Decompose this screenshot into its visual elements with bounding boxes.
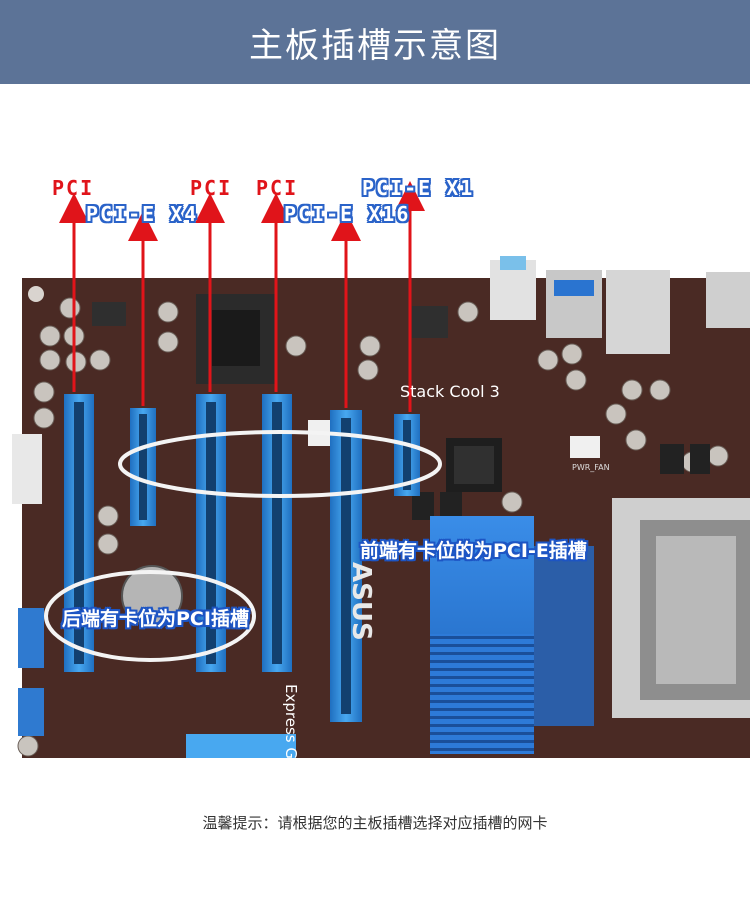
- label-pcie-x1: PCI-E X1: [362, 176, 475, 200]
- label-pcie-x16: PCI-E X16: [284, 202, 411, 226]
- page-header: 主板插槽示意图: [0, 0, 750, 84]
- label-pci-3: PCI: [256, 176, 299, 200]
- callout-front-notch: 前端有卡位的为PCI-E插槽: [360, 540, 587, 562]
- express-gate-text: Express Gate: [282, 684, 300, 784]
- audio-jack: [500, 256, 526, 270]
- slot-arrows: [59, 181, 425, 412]
- label-pci-2: PCI: [190, 176, 233, 200]
- pwr-fan-label: PWR_FAN: [572, 463, 610, 472]
- callout-rear-notch: 后端有卡位为PCI插槽: [62, 608, 249, 630]
- rear-notch-ellipse: [44, 570, 256, 662]
- motherboard-figure: PWR_FAN: [0, 84, 750, 784]
- front-notch-ellipse: [118, 430, 442, 498]
- bottom-connector: [186, 734, 296, 758]
- cmos-battery: [121, 565, 183, 627]
- usb-header-2: [18, 688, 44, 736]
- page-title: 主板插槽示意图: [249, 25, 501, 66]
- label-pci-1: PCI: [52, 176, 95, 200]
- footer-tip: 温馨提示：请根据您的主板插槽选择对应插槽的网卡: [202, 814, 548, 832]
- usb-header-1: [18, 608, 44, 668]
- mounting-hole: [28, 286, 44, 302]
- asus-logo: ASUS: [346, 562, 376, 641]
- io-chip-die: [212, 310, 260, 366]
- lan-port: [606, 270, 670, 354]
- heatsink-fins: [430, 634, 534, 754]
- label-pcie-x4: PCI-E X4: [86, 202, 199, 226]
- southbridge-die: [454, 446, 494, 484]
- vrm-chokes: [412, 444, 710, 520]
- vrm-heatsink: [534, 546, 594, 726]
- pwr-fan-header: [570, 436, 600, 458]
- stack-cool-text: Stack Cool 3: [400, 382, 500, 401]
- power-connector: [12, 434, 42, 504]
- cpu-socket-center: [656, 536, 736, 684]
- rear-io-port: [706, 272, 750, 328]
- smd-chip: [412, 306, 448, 338]
- usb3-port: [554, 280, 594, 296]
- motherboard-illustration: PWR_FAN: [12, 181, 750, 758]
- smd-chip: [92, 302, 126, 326]
